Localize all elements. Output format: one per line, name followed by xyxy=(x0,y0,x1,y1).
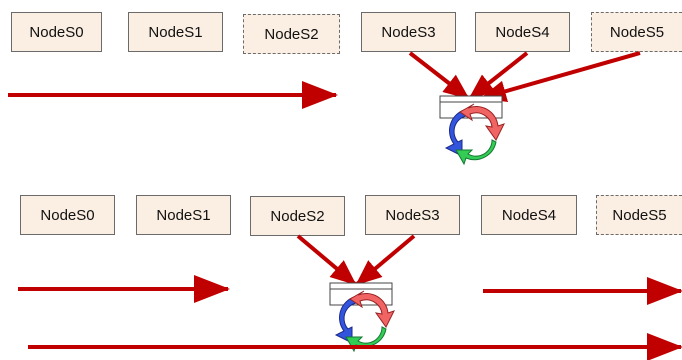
top-node-s0: NodeS0 xyxy=(11,12,102,52)
bottom-node-s2: NodeS2 xyxy=(250,196,345,236)
top-node-s3: NodeS3 xyxy=(361,12,456,52)
bottom-node-s4: NodeS4 xyxy=(481,195,577,235)
bottom-node-s0: NodeS0 xyxy=(20,195,115,235)
top-sync-arrows xyxy=(408,51,641,103)
top-node-s5: NodeS5 xyxy=(591,12,682,52)
top-node-s2: NodeS2 xyxy=(243,14,340,54)
bottom-sync-arrows xyxy=(296,234,416,286)
top-node-s4: NodeS4 xyxy=(475,12,570,52)
top-node-s1: NodeS1 xyxy=(128,12,223,52)
bottom-node-s1: NodeS1 xyxy=(136,195,231,235)
sync-cycle-icon xyxy=(439,95,505,165)
sync-cycle-icon xyxy=(329,282,395,352)
bottom-node-s5: NodeS5 xyxy=(596,195,682,235)
bottom-node-s3: NodeS3 xyxy=(365,195,460,235)
